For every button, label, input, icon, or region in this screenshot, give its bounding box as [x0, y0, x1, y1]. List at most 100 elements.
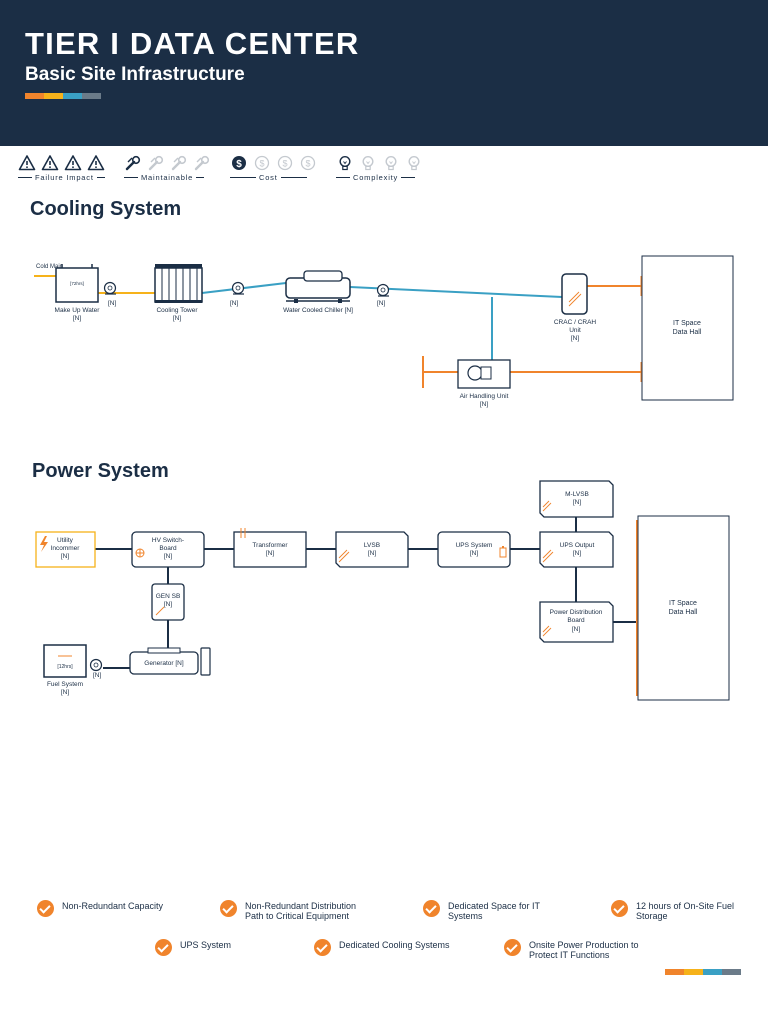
rating-cost: $$$$ Cost — [230, 154, 320, 182]
wrench-icon — [193, 154, 211, 172]
rating-label: Maintainable — [141, 172, 194, 182]
pump-icon — [376, 283, 390, 297]
breaker-icon — [135, 548, 145, 558]
fuel-tag: [N] — [61, 689, 70, 696]
rating-label: Complexity — [353, 172, 399, 182]
data-hall-cooling — [641, 255, 734, 401]
rating-failure-impact: Failure Impact — [18, 154, 108, 182]
hv-label-2: Board — [159, 545, 177, 552]
maintainable-icons — [124, 154, 216, 172]
generator — [129, 647, 211, 676]
panel-hatch-icon — [155, 606, 165, 616]
rating-complexity: Complexity — [336, 154, 426, 182]
air-handling-unit — [457, 359, 511, 389]
checkmark-icon — [611, 900, 628, 917]
svg-text:$: $ — [236, 159, 242, 170]
ups-output-tag: [N] — [573, 550, 582, 557]
pdb-label-2: Board — [567, 617, 585, 624]
dollar-coin-icon: $ — [276, 154, 294, 172]
utility-tag: [N] — [61, 553, 70, 560]
rating-maintainable: Maintainable — [124, 154, 214, 182]
power-section-title: Power System — [32, 460, 169, 482]
water-cooled-chiller — [285, 270, 351, 303]
ups-system — [437, 531, 511, 568]
cost-icons: $ $ $ $ — [230, 154, 322, 172]
pump1-tag: [N] — [108, 300, 117, 307]
data-hall-label-2: Data Hall — [669, 609, 698, 616]
generator-label: Generator [N] — [144, 660, 184, 667]
ups-output-label: UPS Output — [560, 542, 595, 549]
dollar-coin-icon: $ — [299, 154, 317, 172]
data-hall-label-1: IT Space — [673, 320, 701, 327]
brand-color-bar — [25, 93, 101, 99]
checkmark-icon — [423, 900, 440, 917]
pump3-tag: [N] — [377, 300, 386, 307]
panel-hatch-icon — [542, 500, 552, 512]
utility-label-2: Incommer — [51, 545, 81, 552]
cooling-tower-tag: [N] — [173, 315, 182, 322]
pump-icon — [231, 281, 245, 295]
data-hall-label-1: IT Space — [669, 600, 697, 607]
data-hall-power — [637, 515, 730, 701]
lightbulb-icon — [405, 154, 423, 172]
hv-label-1: HV Switch- — [152, 537, 184, 544]
cooling-tower-label: Cooling Tower — [156, 307, 198, 314]
svg-text:$: $ — [305, 159, 310, 169]
checkmark-icon — [314, 939, 331, 956]
hv-switchboard — [131, 531, 205, 568]
pdb-tag: [N] — [572, 626, 581, 633]
svg-text:$: $ — [282, 159, 287, 169]
crac-unit — [561, 273, 588, 315]
warning-triangle-icon — [18, 154, 36, 172]
feature-item: 12 hours of On-Site Fuel Storage — [611, 900, 746, 921]
pump2-tag: [N] — [230, 300, 239, 307]
checkmark-icon — [220, 900, 237, 917]
data-hall-label-2: Data Hall — [673, 329, 702, 336]
failure-impact-icons — [18, 154, 110, 172]
makeup-water-label: Make Up Water — [55, 307, 101, 314]
feature-item: Non-Redundant Capacity — [37, 900, 212, 917]
ups-output — [539, 531, 614, 568]
dollar-coin-icon: $ — [253, 154, 271, 172]
ahu-label: Air Handling Unit — [460, 393, 509, 400]
power-distribution-board — [539, 601, 614, 643]
fuel-pump-tag: [N] — [93, 672, 102, 679]
feature-item: Non-Redundant Distribution Path to Criti… — [220, 900, 375, 921]
lightbulb-icon — [382, 154, 400, 172]
lvsb-label: LVSB — [364, 542, 380, 549]
page-subtitle: Basic Site Infrastructure — [25, 64, 245, 85]
ups-tag: [N] — [470, 550, 479, 557]
warning-triangle-icon — [41, 154, 59, 172]
wrench-icon — [170, 154, 188, 172]
rating-label: Failure Impact — [35, 172, 94, 182]
checkmark-icon — [155, 939, 172, 956]
lvsb-tag: [N] — [368, 550, 377, 557]
tank-capacity: [72hrs] — [70, 281, 84, 286]
lightning-icon — [40, 536, 48, 552]
lvsb — [335, 531, 409, 568]
wrench-icon — [147, 154, 165, 172]
mlvsb-label: M-LVSB — [565, 491, 589, 498]
transformer-coil-icon — [240, 528, 246, 538]
gensb-label: GEN SB — [156, 593, 181, 600]
fuel-capacity: [12hrs] — [57, 664, 73, 670]
svg-text:$: $ — [259, 159, 264, 169]
crac-label-2: Unit — [569, 327, 581, 334]
page-title: TIER I DATA CENTER — [25, 26, 360, 61]
panel-hatch-icon — [542, 549, 554, 563]
warning-triangle-icon — [64, 154, 82, 172]
transformer-label: Transformer — [252, 542, 288, 549]
battery-icon — [499, 546, 507, 558]
fuel-pump-icon — [89, 658, 103, 672]
transformer — [233, 531, 307, 568]
cooling-tower — [154, 264, 203, 303]
pump-icon — [103, 281, 117, 295]
panel-hatch-icon — [542, 625, 552, 637]
crac-tag: [N] — [571, 335, 580, 342]
pdb-label-1: Power Distribution — [550, 609, 603, 616]
makeup-water-tank: [72hrs] — [55, 264, 99, 303]
wrench-icon — [124, 154, 142, 172]
page-header: TIER I DATA CENTER Basic Site Infrastruc… — [0, 0, 768, 146]
panel-hatch-icon — [338, 549, 350, 563]
